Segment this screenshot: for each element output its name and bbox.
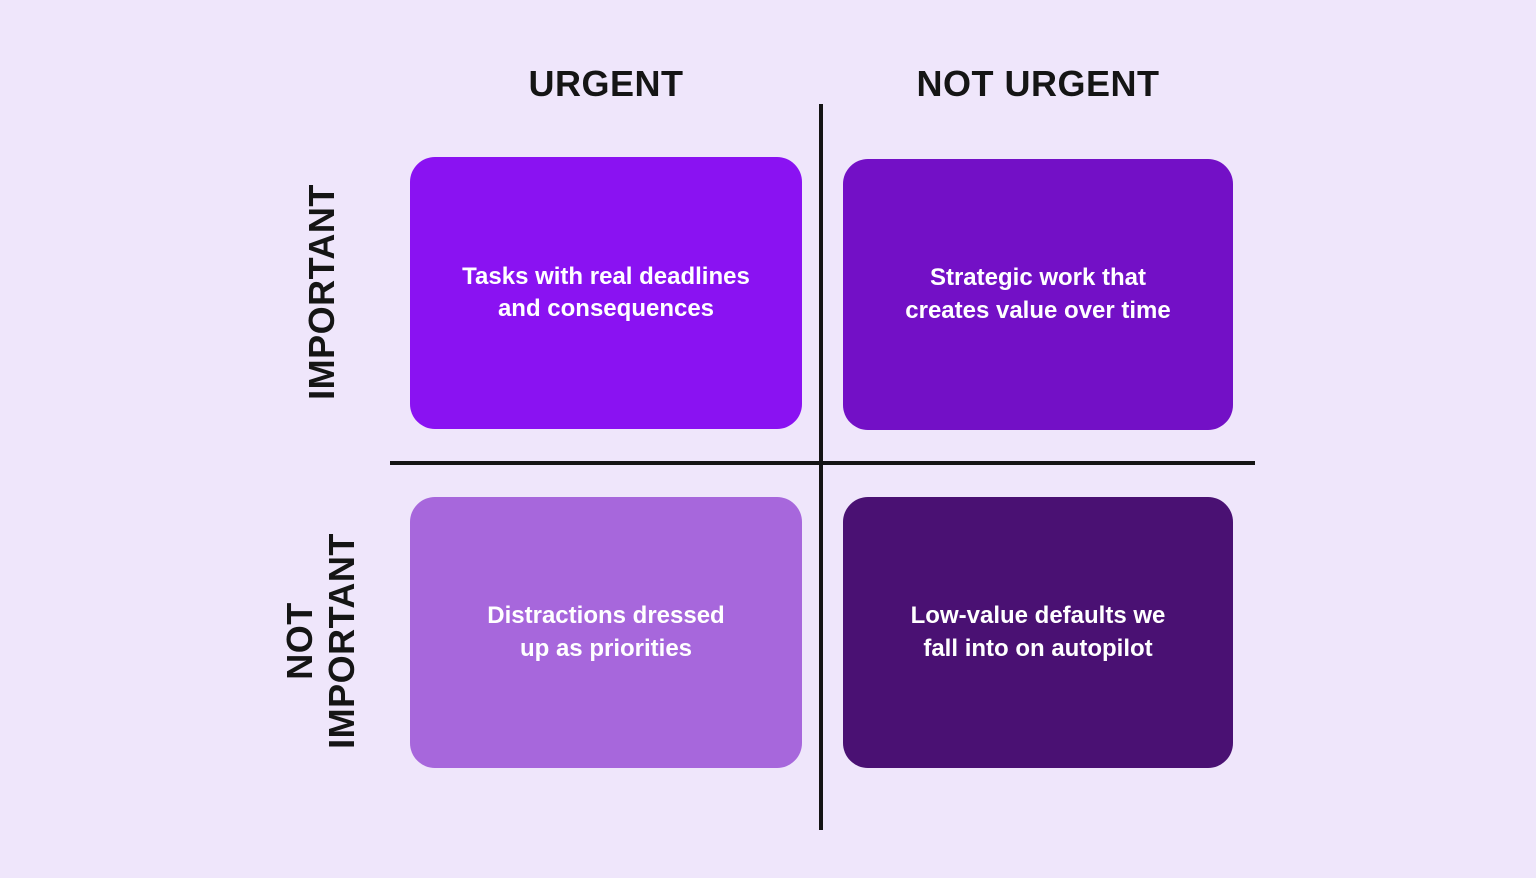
row-header-important: IMPORTANT	[300, 184, 342, 400]
quadrant-urgent-not-important: Distractions dressed up as priorities	[410, 497, 802, 768]
quadrant-urgent-important: Tasks with real deadlines and consequenc…	[410, 157, 802, 429]
quadrant-not-urgent-not-important-text: Low-value defaults we fall into on autop…	[910, 602, 1166, 662]
column-header-not-urgent: NOT URGENT	[916, 63, 1160, 104]
row-header-not-important: NOT IMPORTANT	[278, 533, 362, 749]
quadrant-urgent-important-text: Tasks with real deadlines and consequenc…	[462, 262, 750, 322]
vertical-axis-line	[819, 104, 823, 830]
quadrant-urgent-not-important-text: Distractions dressed up as priorities	[487, 602, 725, 662]
column-header-urgent: URGENT	[528, 63, 684, 104]
quadrant-not-urgent-not-important: Low-value defaults we fall into on autop…	[843, 497, 1233, 768]
horizontal-axis-line	[390, 461, 1255, 465]
quadrant-not-urgent-important-text: Strategic work that creates value over t…	[905, 264, 1171, 324]
quadrant-not-urgent-important: Strategic work that creates value over t…	[843, 159, 1233, 430]
